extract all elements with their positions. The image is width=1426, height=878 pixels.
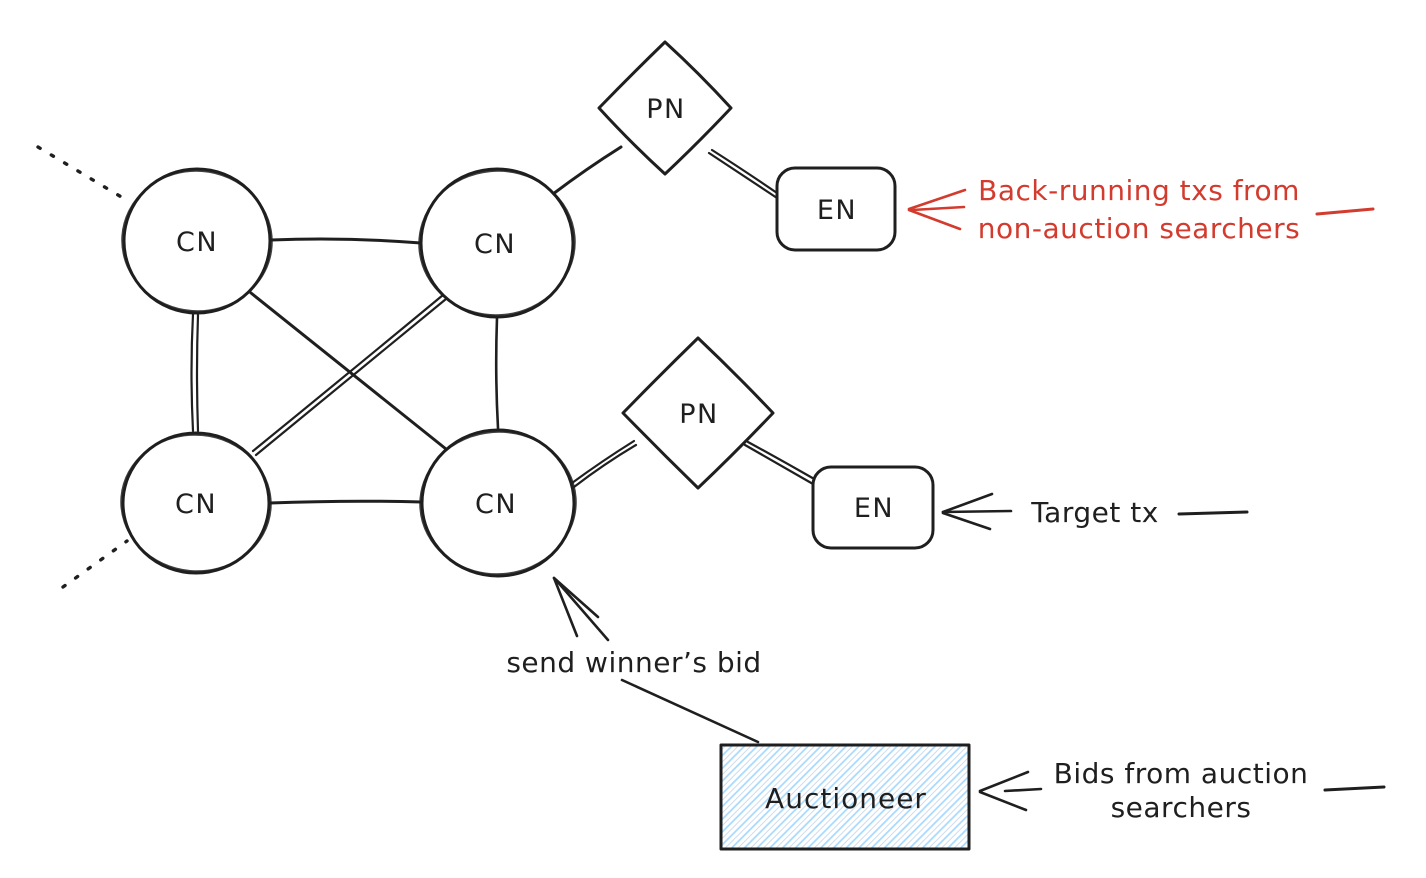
send-bid-arrow-head-b xyxy=(552,576,600,619)
edge-cn-tr-bl-b xyxy=(254,297,448,457)
bids-arrow-shaft xyxy=(1003,787,1043,793)
edge-cn-pn-top xyxy=(551,145,623,196)
target-tx-label: Target tx xyxy=(1030,496,1159,529)
edge-pn-en-mid-a xyxy=(746,440,818,482)
edge-pn-en-top-a xyxy=(710,148,782,197)
node-pn-middle: PN xyxy=(621,336,775,490)
bids-line1: Bids from auction xyxy=(1054,757,1309,790)
red-arrow-upper xyxy=(907,188,967,211)
dotted-edge-bottom-left xyxy=(61,539,129,589)
annotation-bids: Bids from auction searchers xyxy=(978,757,1386,824)
pn-diamond xyxy=(597,40,733,176)
cn-circle xyxy=(419,167,575,319)
red-arrow-shaft xyxy=(910,205,966,212)
annotation-target-tx: Target tx xyxy=(941,492,1249,531)
send-bid-arrow-head-a xyxy=(552,576,579,638)
bids-arrow-upper xyxy=(978,770,1030,793)
edge-cn-tr-bl-a xyxy=(251,293,445,453)
branch-edges xyxy=(551,145,818,489)
dotted-edge-top-left xyxy=(36,145,130,203)
node-auctioneer: Auctioneer xyxy=(719,743,971,851)
en-label: EN xyxy=(817,195,857,226)
edge-cn-pn-mid-a xyxy=(570,439,636,485)
bids-line2: searchers xyxy=(1111,791,1252,824)
target-dash xyxy=(1177,510,1249,516)
auctioneer-label: Auctioneer xyxy=(765,782,927,815)
edge-cn-bl-br xyxy=(268,499,424,505)
bids-dash xyxy=(1323,785,1386,792)
pn-label: PN xyxy=(646,94,685,125)
cn-circle xyxy=(122,167,272,315)
red-arrow-lower xyxy=(907,208,962,231)
node-cn-bottom-left: CN xyxy=(120,431,272,575)
send-bid-arrow-shaft xyxy=(554,578,610,642)
edge-pn-en-top-b xyxy=(707,151,779,200)
cn-circle xyxy=(420,428,576,578)
cn-mesh-edges xyxy=(190,237,500,505)
back-running-line2: non-auction searchers xyxy=(978,212,1300,245)
bids-arrow-lower xyxy=(978,790,1028,812)
cn-circle xyxy=(121,431,271,575)
en-box xyxy=(775,166,897,252)
send-bid-connector xyxy=(620,678,760,744)
annotation-back-running: Back-running txs from non-auction search… xyxy=(907,174,1375,245)
edge-cn-pn-mid-b xyxy=(572,443,638,489)
pn-diamond xyxy=(621,336,775,490)
red-dash xyxy=(1315,207,1375,216)
node-en-middle: EN xyxy=(811,465,935,550)
node-cn-bottom-right: CN xyxy=(419,428,577,578)
cn-circle-sketch xyxy=(121,170,273,312)
node-en-top: EN xyxy=(775,166,897,252)
target-arrow-shaft xyxy=(941,509,1013,514)
target-arrow-lower xyxy=(941,511,992,531)
cn-circle-sketch xyxy=(418,170,576,316)
en-box xyxy=(811,465,935,550)
edge-cn-tr-br xyxy=(494,316,500,430)
annotation-send-winners-bid: send winner’s bid xyxy=(506,576,761,744)
edge-cn-tl-tr xyxy=(269,237,423,245)
cn-circle-sketch xyxy=(419,431,577,575)
node-cn-top-right: CN xyxy=(418,167,576,319)
node-cn-top-left: CN xyxy=(121,167,273,315)
send-winners-bid-label: send winner’s bid xyxy=(506,646,761,679)
edge-cn-tl-bl-b xyxy=(195,313,200,433)
edge-cn-tl-br xyxy=(249,291,448,451)
edge-pn-en-mid-b xyxy=(743,443,815,486)
target-arrow-upper xyxy=(941,492,994,514)
pn-label: PN xyxy=(679,399,718,430)
cn-label: CN xyxy=(175,489,217,520)
cn-label: CN xyxy=(176,227,218,258)
back-running-line1: Back-running txs from xyxy=(978,174,1300,207)
en-label: EN xyxy=(854,493,894,524)
node-pn-top: PN xyxy=(597,40,733,176)
cn-label: CN xyxy=(475,489,517,520)
cn-circle-sketch xyxy=(120,434,272,572)
cn-label: CN xyxy=(474,229,516,260)
edge-cn-tl-bl-a xyxy=(190,312,195,433)
auctioneer-box xyxy=(719,743,971,851)
